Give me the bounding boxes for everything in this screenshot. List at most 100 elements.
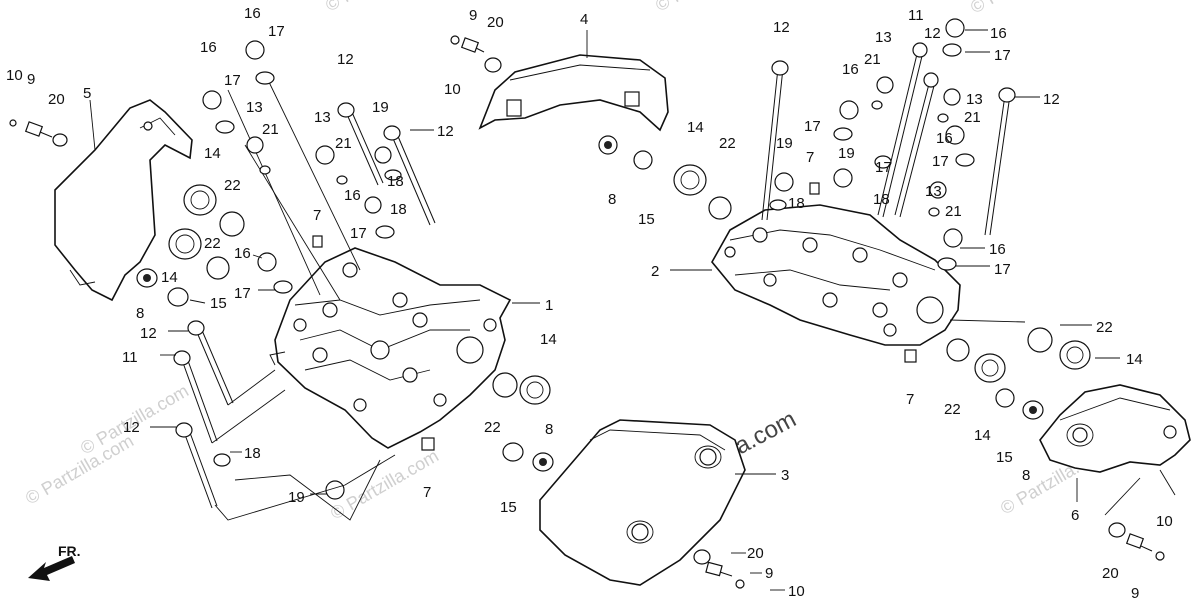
cylinder-head-part-2	[711, 204, 961, 346]
callout-10: 10	[444, 81, 461, 98]
long-bolts-right	[761, 42, 1016, 236]
callout-17: 17	[994, 47, 1011, 64]
callout-3: 3	[781, 467, 789, 484]
callout-5: 5	[83, 85, 91, 102]
callout-16: 16	[990, 25, 1007, 42]
callout-22: 22	[224, 177, 241, 194]
assembly-lines-right	[949, 319, 1176, 516]
callout-18: 18	[788, 195, 805, 212]
callout-16: 16	[200, 39, 217, 56]
cylinder-head-part-1	[269, 247, 512, 449]
callout-11: 11	[122, 349, 138, 366]
callout-17: 17	[350, 225, 367, 242]
callout-19: 19	[838, 145, 855, 162]
callout-9: 9	[1131, 585, 1139, 602]
grommets-mid	[492, 372, 554, 472]
callout-20: 20	[1102, 565, 1119, 582]
callout-8: 8	[1022, 467, 1030, 484]
callout-7: 7	[806, 149, 814, 166]
callout-13: 13	[925, 183, 942, 200]
callout-16: 16	[936, 130, 953, 147]
cover-part-3	[539, 419, 746, 586]
cover-part-6	[1039, 384, 1191, 473]
callout-16: 16	[344, 187, 361, 204]
callout-15: 15	[996, 449, 1013, 466]
callout-19: 19	[776, 135, 793, 152]
callout-16: 16	[989, 241, 1006, 258]
callout-15: 15	[638, 211, 655, 228]
long-bolts-left	[173, 320, 435, 509]
grommets-top-center	[598, 135, 732, 220]
callout-14: 14	[161, 269, 178, 286]
callout-9: 9	[469, 7, 477, 24]
assembly-lines-left	[211, 79, 396, 521]
grommet-group-left	[136, 184, 245, 307]
callout-15: 15	[210, 295, 227, 312]
callout-12: 12	[773, 19, 790, 36]
bolt-group-left-top	[9, 119, 68, 147]
callout-labels: 10 9 20 5 16 16 17 17 13 21 14 22 22 16 …	[6, 5, 1173, 602]
callout-8: 8	[608, 191, 616, 208]
callout-8: 8	[136, 305, 144, 322]
callout-8: 8	[545, 421, 553, 438]
callout-17: 17	[268, 23, 285, 40]
callout-17: 17	[994, 261, 1011, 278]
callout-7: 7	[423, 484, 431, 501]
callout-21: 21	[335, 135, 352, 152]
grommets-right	[904, 327, 1091, 420]
callout-12: 12	[437, 123, 454, 140]
cap-nuts-right	[769, 18, 975, 271]
callout-4: 4	[580, 11, 588, 28]
callout-22: 22	[484, 419, 501, 436]
callout-13: 13	[966, 91, 983, 108]
callout-12: 12	[123, 419, 140, 436]
callout-21: 21	[945, 203, 962, 220]
callout-14: 14	[974, 427, 991, 444]
callout-14: 14	[687, 119, 704, 136]
callout-12: 12	[1043, 91, 1060, 108]
cover-part-4	[478, 54, 669, 132]
callout-17: 17	[875, 159, 892, 176]
callout-20: 20	[48, 91, 65, 108]
callout-14: 14	[1126, 351, 1143, 368]
callout-16: 16	[244, 5, 261, 22]
leader-lines	[89, 29, 1120, 591]
callout-15: 15	[500, 499, 517, 516]
callout-22: 22	[944, 401, 961, 418]
callout-22: 22	[1096, 319, 1113, 336]
callout-10: 10	[6, 67, 23, 84]
watermark: © Partzilla.com	[652, 0, 767, 15]
callout-17: 17	[224, 72, 241, 89]
callout-20: 20	[487, 14, 504, 31]
callout-12: 12	[337, 51, 354, 68]
callout-6: 6	[1071, 507, 1079, 524]
callout-22: 22	[719, 135, 736, 152]
callout-18: 18	[873, 191, 890, 208]
callout-19: 19	[288, 489, 305, 506]
callout-13: 13	[875, 29, 892, 46]
callout-16: 16	[842, 61, 859, 78]
front-direction-indicator: FR.	[28, 543, 81, 581]
callout-12: 12	[140, 325, 157, 342]
callout-17: 17	[932, 153, 949, 170]
callout-17: 17	[234, 285, 251, 302]
cover-part-5	[54, 99, 193, 302]
callout-21: 21	[262, 121, 279, 138]
callout-13: 13	[314, 109, 331, 126]
callout-21: 21	[864, 51, 881, 68]
callout-20: 20	[747, 545, 764, 562]
callout-14: 14	[204, 145, 221, 162]
callout-10: 10	[788, 583, 805, 600]
callout-10: 10	[1156, 513, 1173, 530]
callout-9: 9	[765, 565, 773, 582]
callout-18: 18	[387, 173, 404, 190]
callout-12: 12	[924, 25, 941, 42]
callout-11: 11	[908, 7, 924, 24]
bolt-group-bottom-center	[693, 549, 745, 589]
cap-nuts-left	[202, 40, 436, 294]
bolt-group-top-center	[450, 35, 502, 73]
watermark: © Partzilla.com	[967, 0, 1082, 17]
callout-17: 17	[804, 118, 821, 135]
